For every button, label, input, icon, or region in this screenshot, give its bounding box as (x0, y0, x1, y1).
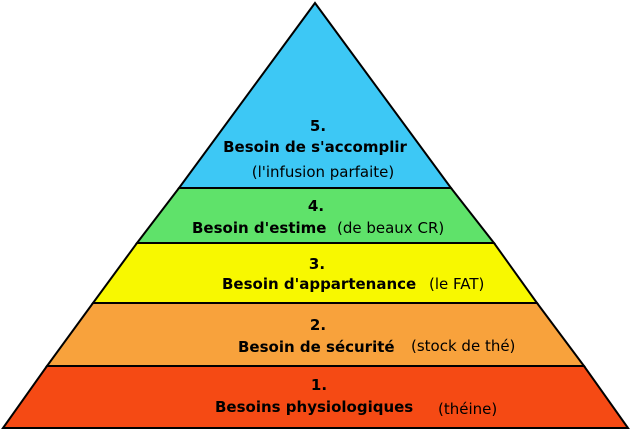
level-4-note: (de beaux CR) (337, 219, 444, 237)
level-5-number: 5. (310, 117, 326, 135)
level-3-note: (le FAT) (429, 275, 484, 293)
pyramid-tier-5 (177, 1, 453, 189)
level-1-note: (théine) (438, 400, 497, 418)
level-2-name: Besoin de sécurité (238, 338, 395, 356)
level-4-name: Besoin d'estime (192, 219, 326, 237)
level-1-number: 1. (311, 376, 327, 394)
pyramid-tier-2 (45, 302, 586, 367)
level-5-note: (l'infusion parfaite) (252, 163, 395, 181)
level-1-name: Besoins physiologiques (215, 398, 413, 416)
pyramid-tier-3 (91, 242, 539, 304)
level-3-number: 3. (309, 255, 325, 273)
level-2-note: (stock de thé) (411, 337, 515, 355)
level-3-name: Besoin d'appartenance (222, 275, 416, 293)
level-2-number: 2. (310, 316, 326, 334)
pyramid-tier-1 (1, 365, 630, 429)
level-4-number: 4. (308, 197, 324, 215)
level-5-name: Besoin de s'accomplir (223, 138, 407, 156)
